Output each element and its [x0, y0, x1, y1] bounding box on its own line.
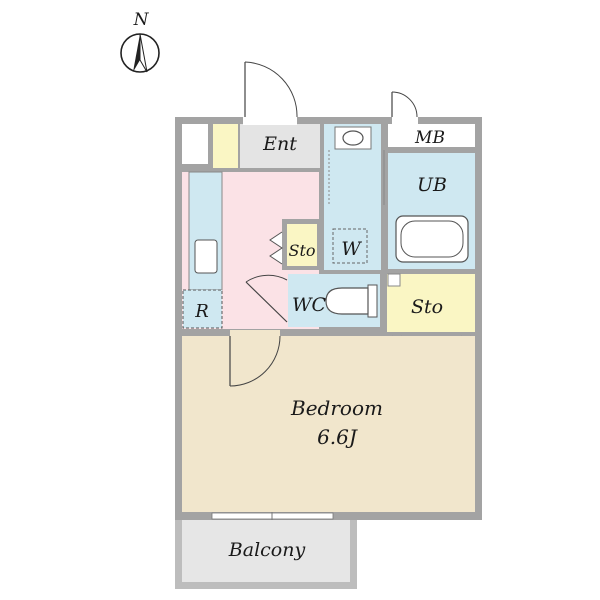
toilet-bowl-icon [325, 287, 369, 315]
toilet-label: WC [292, 294, 327, 316]
storage-small-label: Sto [288, 241, 315, 260]
compass: N [120, 10, 160, 73]
entrance-label: Ent [262, 133, 297, 155]
basin-bowl-icon [342, 130, 364, 146]
room-entrance [240, 124, 320, 168]
refrigerator-space [182, 289, 223, 329]
meter-box-door [391, 91, 418, 125]
toilet-door [245, 274, 288, 323]
unit-bath-label: UB [417, 174, 447, 196]
shoe-cabinet [213, 124, 238, 168]
bedroom-size: 6.6J [317, 425, 358, 449]
bedroom-door [229, 330, 281, 387]
kitchen-sink-icon [194, 239, 218, 274]
north-arrow-half-icon [139, 33, 148, 73]
room-storage-right [387, 274, 475, 332]
north-arrow-icon [133, 34, 140, 72]
meter-box-label: MB [414, 128, 445, 148]
room-storage-small [287, 224, 317, 266]
refrigerator-label: R [194, 301, 209, 322]
balcony [182, 520, 350, 582]
storage-right-label: Sto [411, 296, 443, 318]
bathtub-basin-icon [400, 220, 464, 258]
washroom-door [328, 150, 385, 205]
room-bedroom [182, 336, 475, 512]
closet-top-left [182, 124, 208, 164]
washer-space [332, 228, 368, 264]
entrance-door [243, 61, 298, 125]
balcony-label: Balcony [228, 539, 306, 561]
compass-label: N [133, 10, 150, 30]
pipe-space [387, 273, 401, 287]
room-meter-box [388, 124, 475, 147]
toilet-tank [367, 284, 378, 318]
washroom-label: W [341, 238, 362, 260]
storage-door [269, 231, 283, 265]
bedroom-label: Bedroom [290, 396, 383, 420]
